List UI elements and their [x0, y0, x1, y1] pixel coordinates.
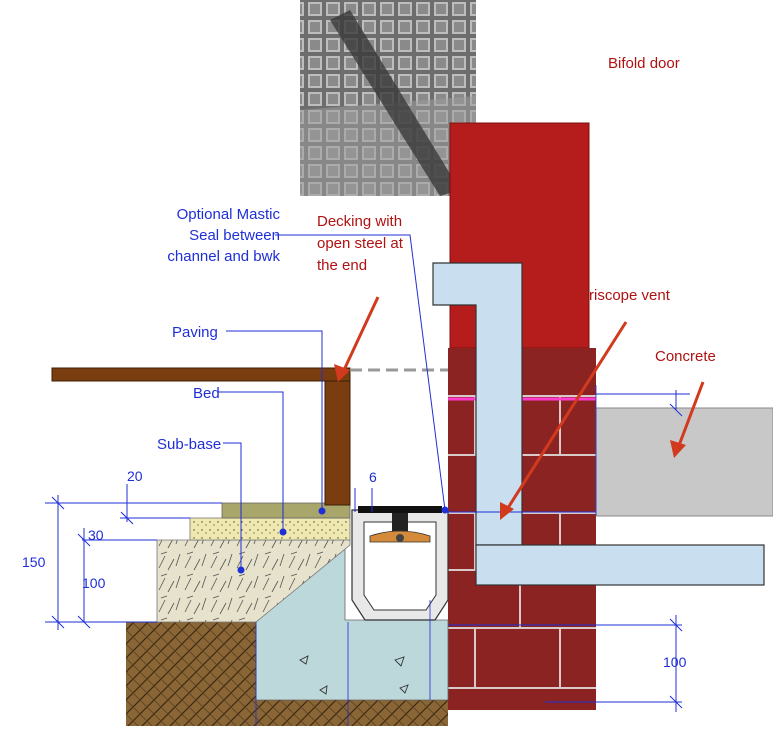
dim-100-left: 100: [82, 575, 106, 591]
decking: [51, 367, 448, 506]
optional-mastic-label: Optional Mastic Seal between channel and…: [167, 206, 280, 265]
dim-30: 30: [88, 527, 104, 543]
bifold-door-label: Bifold door: [608, 55, 680, 72]
sub-base-label: Sub-base: [157, 436, 221, 453]
bed-layer: [189, 517, 351, 541]
periscope-vent-label: riscope vent: [589, 287, 671, 304]
svg-text:Seal between: Seal between: [189, 227, 280, 244]
leader-dots: [237, 506, 449, 574]
guide-lines: [255, 385, 597, 726]
paving-label: Paving: [172, 324, 218, 341]
concrete-slab: [595, 407, 773, 517]
grating-photo: [300, 0, 476, 196]
bed-label: Bed: [193, 385, 220, 402]
dim-150: 150: [22, 554, 46, 570]
paving-slab: [221, 502, 351, 519]
svg-text:the end: the end: [317, 257, 367, 274]
dim-20: 20: [127, 468, 143, 484]
periscope-vent: [432, 262, 765, 586]
dim-6: 6: [369, 469, 377, 485]
svg-text:channel and bwk: channel and bwk: [167, 248, 280, 265]
dimension-lines: [45, 390, 690, 712]
decking-label: Decking with open steel at the end: [317, 213, 404, 274]
svg-text:Decking with: Decking with: [317, 213, 402, 230]
leader-lines: [218, 234, 446, 570]
drainage-channel: [351, 506, 449, 621]
bifold-door: [449, 122, 590, 349]
soil: [126, 622, 448, 726]
dim-100-right: 100: [663, 654, 687, 670]
svg-text:open steel at: open steel at: [317, 235, 404, 252]
red-arrows: [334, 296, 705, 520]
concrete-label: Concrete: [655, 348, 716, 365]
svg-text:Optional Mastic: Optional Mastic: [177, 206, 281, 223]
